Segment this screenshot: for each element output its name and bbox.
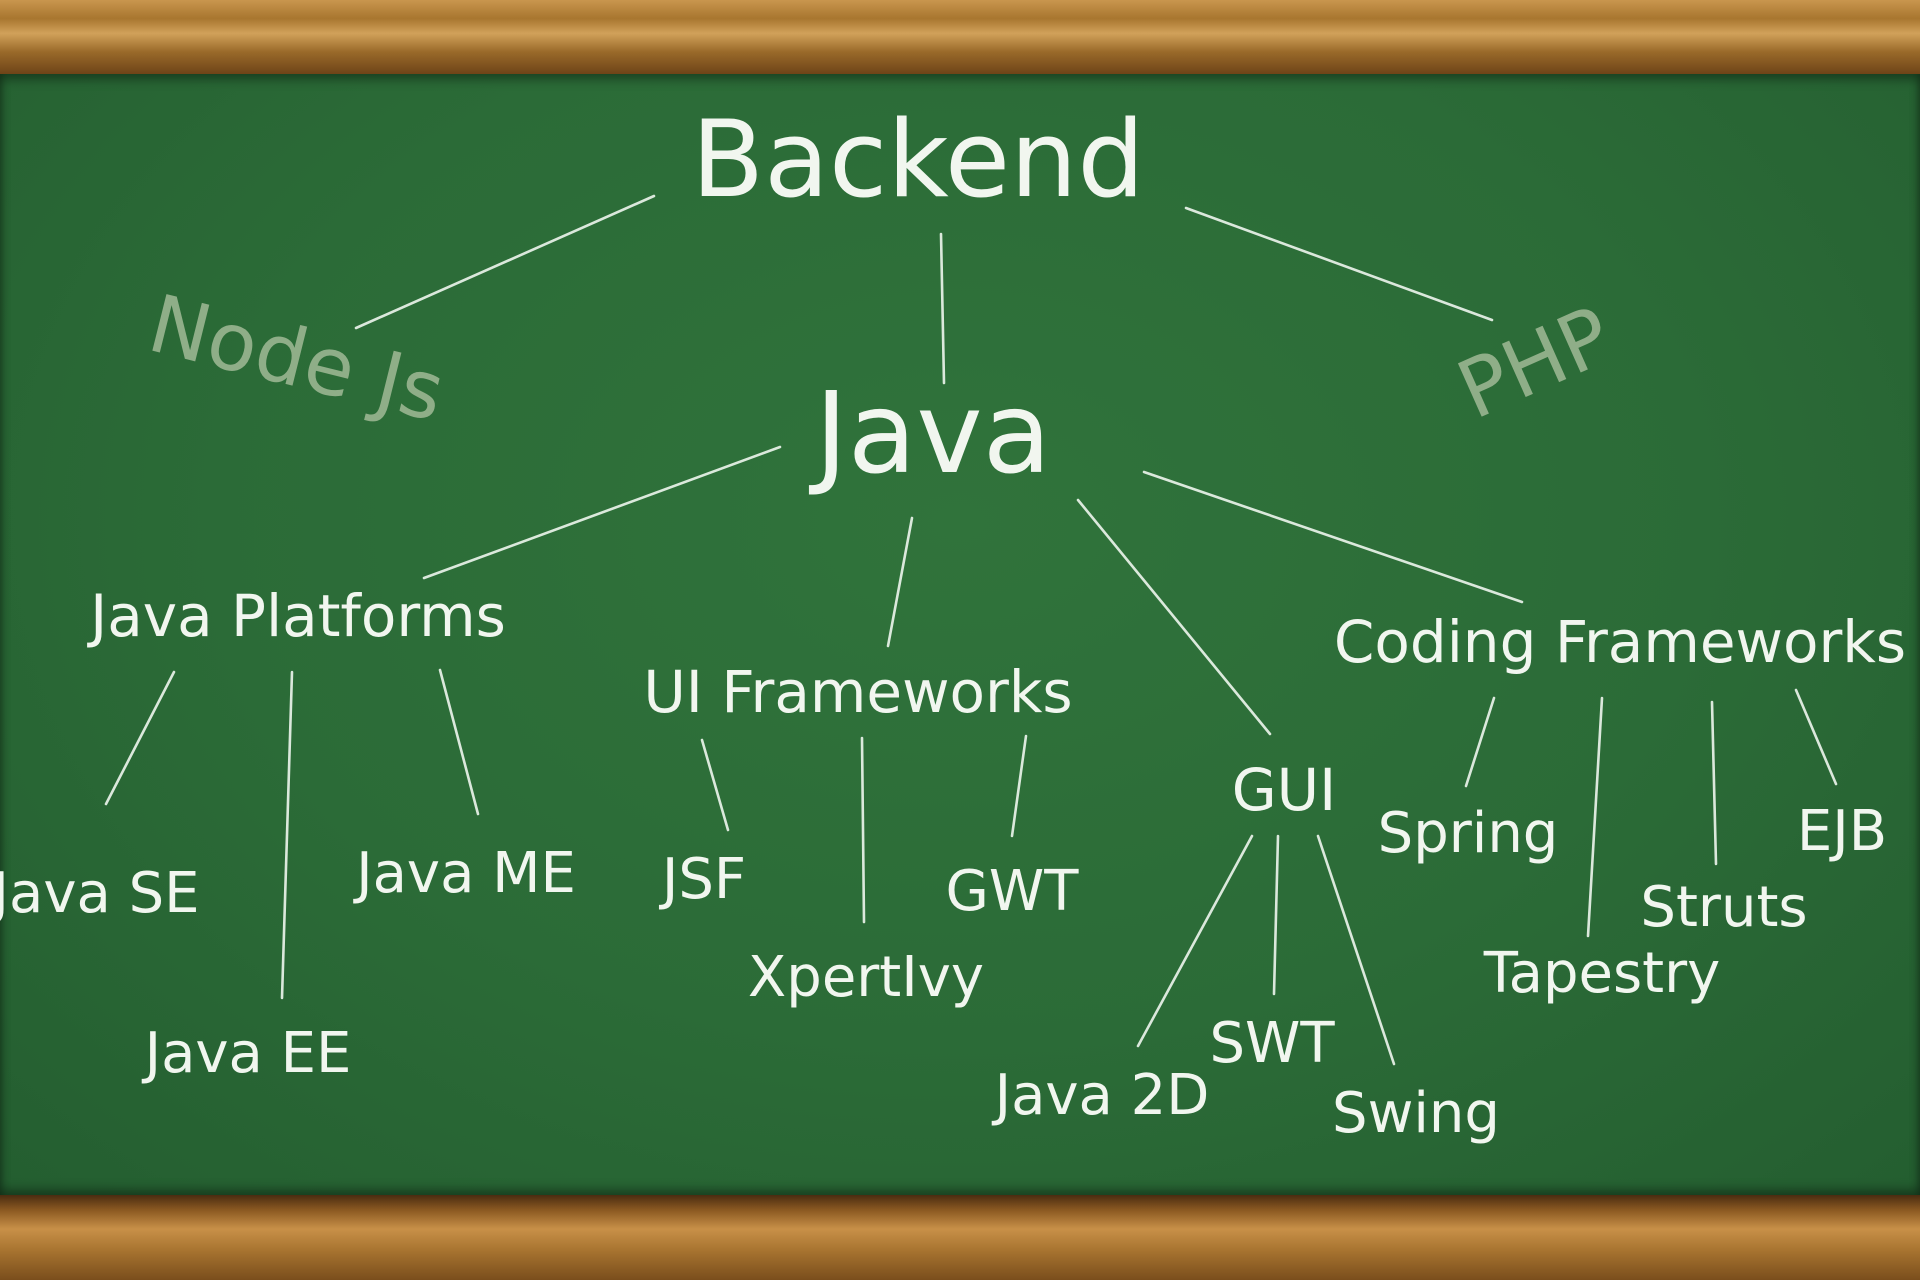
node-java-platforms: Java Platforms [87,582,506,650]
edge-backend-nodejs [354,194,656,330]
node-swing: Swing [1332,1081,1500,1146]
node-coding-frameworks: Coding Frameworks [1334,608,1906,676]
node-java-se: Java SE [0,861,200,926]
edge-ui-gwt [1010,734,1028,838]
chalkboard-surface [0,74,1920,1195]
connector-lines [104,194,1838,1066]
edge-coding-tapestry [1586,696,1604,938]
node-gui: GUI [1232,756,1337,824]
edge-ui-jsf [700,738,730,832]
edge-coding-spring [1464,696,1496,788]
node-spring: Spring [1378,801,1559,866]
edge-gui-swing [1316,834,1396,1066]
edge-java-gui [1076,498,1272,736]
node-jsf: JSF [659,847,746,912]
chalkboard-frame-bottom [0,1195,1920,1280]
node-java-2d: Java 2D [992,1063,1210,1128]
node-ui-frameworks: UI Frameworks [643,658,1072,726]
node-php: PHP [1444,289,1625,438]
node-backend: Backend [691,98,1144,221]
edge-backend-java [939,232,946,385]
node-struts: Struts [1640,875,1807,940]
chalkboard-frame-top [0,0,1920,74]
node-tapestry: Tapestry [1483,941,1721,1006]
edge-coding-struts [1710,700,1718,866]
edge-coding-ejb [1794,688,1838,786]
node-nodejs: Node Js [140,277,453,440]
node-xpertivy: XpertIvy [748,945,984,1010]
edge-java-ui-frameworks [886,516,914,648]
edge-java-platforms [422,445,782,580]
edge-java-coding-frameworks [1142,470,1524,604]
node-java: Java [809,369,1052,499]
node-java-ee: Java EE [142,1021,352,1086]
edge-ui-xpertivy [860,736,866,924]
node-swt: SWT [1209,1011,1335,1076]
edge-platforms-javame [438,668,480,816]
edge-gui-swt [1272,834,1280,996]
edge-platforms-javase [104,670,176,806]
node-gwt: GWT [946,859,1080,924]
node-java-me: Java ME [353,841,576,906]
node-ejb: EJB [1797,799,1887,864]
edge-platforms-javaee [280,670,294,1000]
edge-gui-java2d [1136,834,1254,1048]
edge-backend-php [1184,206,1494,322]
